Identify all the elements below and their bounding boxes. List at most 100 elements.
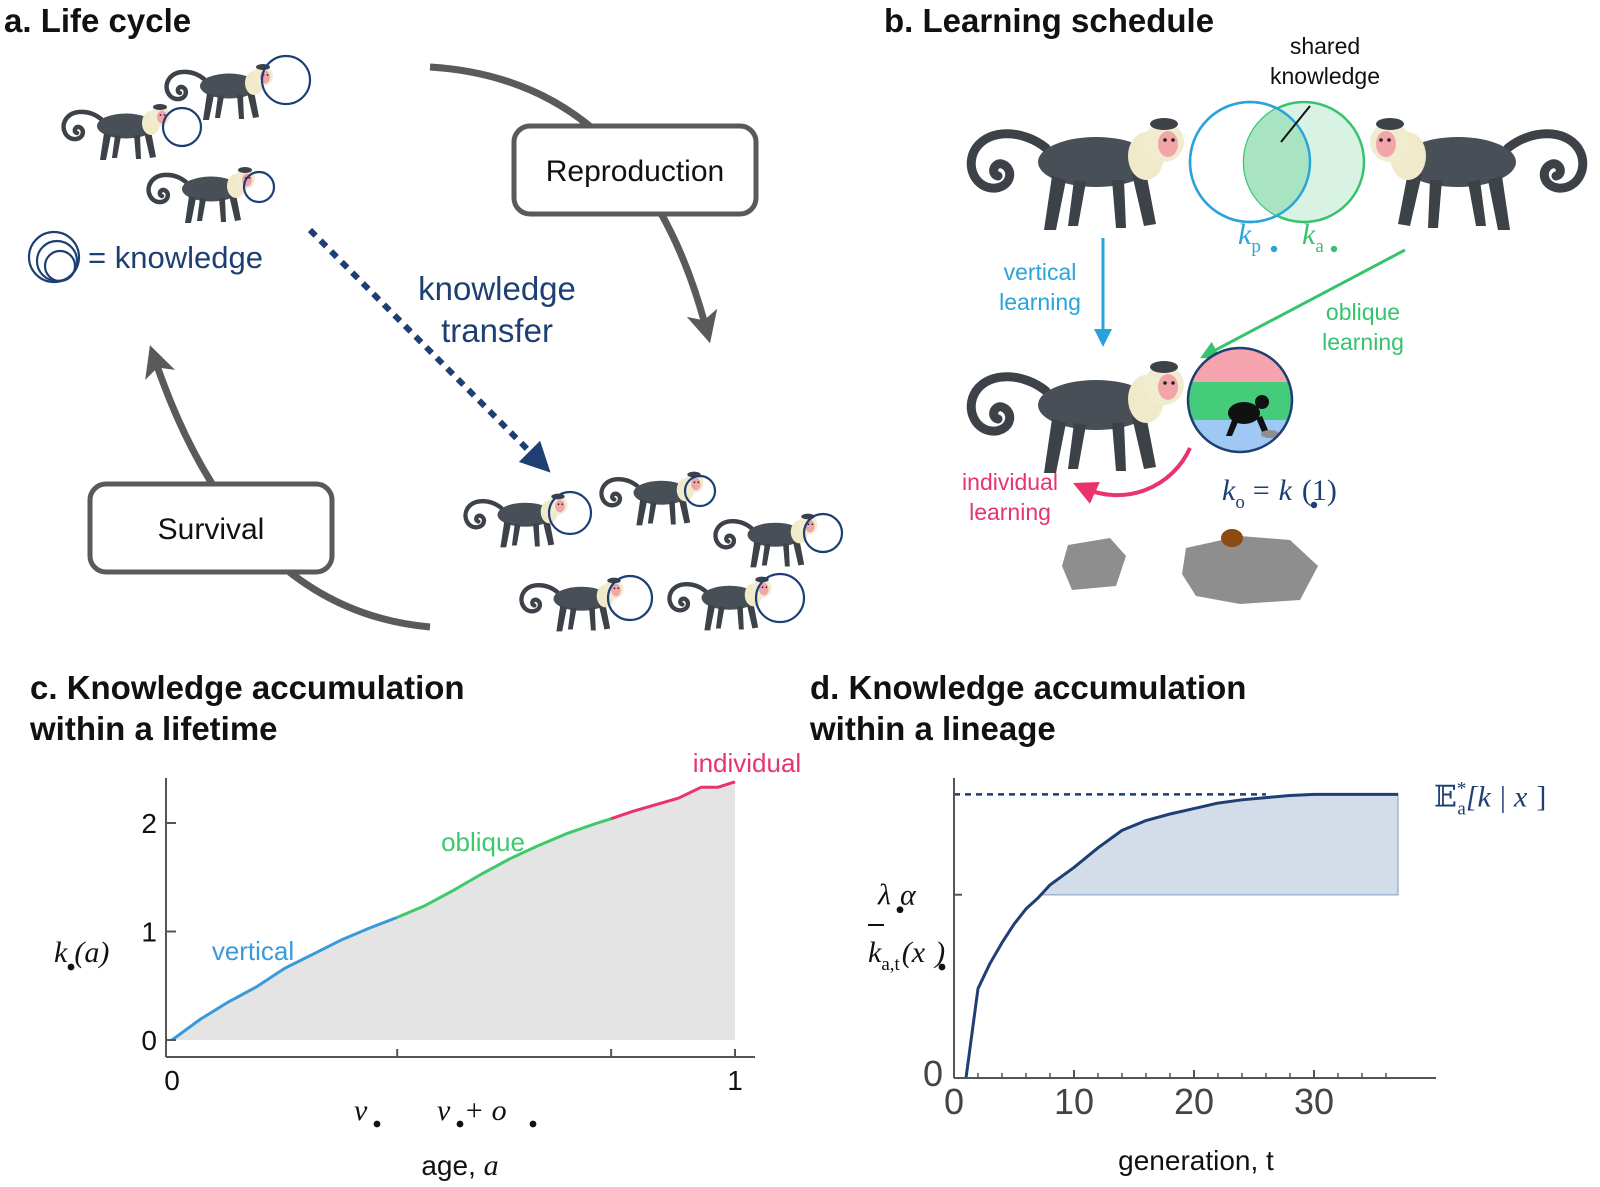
y-tick-label: 2: [141, 808, 157, 839]
knowledge-circle-icon: [43, 249, 77, 283]
shared-label-line1: shared: [1290, 33, 1360, 59]
series-vertical-line: [171, 915, 398, 1042]
panel-d-title-line1: d. Knowledge accumulation: [810, 669, 1246, 706]
knowledge-transfer-label-line1: knowledge: [418, 270, 576, 307]
survival-label: Survival: [158, 513, 265, 546]
x-tick-label: 20: [1174, 1081, 1214, 1122]
panel-b: b. Learning schedule shared knowledge kp…: [884, 2, 1583, 604]
individual-learning-label-line2: learning: [969, 499, 1051, 525]
vo-mark-dot: [456, 1120, 464, 1128]
knowledge-circle-icon: [260, 54, 312, 106]
shared-knowledge-pointer: [1280, 105, 1311, 143]
vertical-learning-label-line1: vertical: [1004, 259, 1077, 285]
series-oblique-line: [396, 817, 612, 919]
kp-dot: [1270, 245, 1278, 253]
monkey-icon: [149, 167, 255, 223]
knowledge-circle-icon: [242, 170, 276, 204]
panel-d-title-line2: within a lineage: [809, 710, 1056, 747]
lifetime-axis-ticks: 0 1 2 0 1: [141, 808, 742, 1096]
survival-box-frame: [87, 481, 335, 575]
vo-mark-dot: [529, 1120, 537, 1128]
knowledge-transfer-label-line2: transfer: [441, 312, 553, 349]
x-axis-label: age, a: [421, 1149, 498, 1182]
y-axis-label-dot: [67, 963, 75, 971]
knowledge-circle-icon: [27, 230, 81, 284]
individual-phase-label: individual: [693, 748, 801, 778]
knowledge-legend: = knowledge: [27, 230, 263, 284]
parent-group: [64, 54, 312, 223]
knowledge-area-fill: [172, 781, 735, 1040]
knowledge-circle-icon: [754, 572, 806, 624]
y-axis-label: k(a): [54, 936, 109, 969]
y-tick-label: 0: [923, 1053, 943, 1094]
oblique-learning-label-line1: oblique: [1326, 299, 1400, 325]
vertical-phase-label: vertical: [212, 936, 294, 966]
knowledge-circle-icon: [161, 106, 203, 148]
v-mark-label: v: [354, 1094, 368, 1127]
x-tick-label: 1: [727, 1065, 743, 1096]
lineage-series-group: [964, 792, 1398, 1079]
monkey-icon: [715, 514, 817, 568]
offspring-monkey-icon: [971, 361, 1184, 473]
knowledge-circle-icon: [802, 512, 844, 554]
parent-knowledge-outline: [1188, 100, 1312, 224]
x-tick-label: 0: [164, 1065, 180, 1096]
ka-dot: [1330, 245, 1338, 253]
oblique-phase-label: oblique: [441, 827, 525, 857]
tool-use-silhouette-icon: [1226, 395, 1279, 438]
learning-stages-badge: [1186, 346, 1294, 454]
lifetime-chart: 0 1 2 0 1 individual oblique vertical k(a) v…: [54, 748, 801, 1182]
accumulated-knowledge-shade: [1039, 793, 1399, 896]
knowledge-circle-icon: [606, 574, 654, 622]
vo-mark-label: v + o: [437, 1094, 507, 1127]
survival-box: Survival: [87, 481, 335, 575]
panel-c: c. Knowledge accumulation within a lifet…: [29, 669, 801, 1182]
panel-a: a. Life cycle = knowledge Reproduction S…: [4, 2, 844, 632]
asymptote-label: 𝔼*a[k | x]: [1434, 778, 1546, 819]
ka-label: ka: [1302, 218, 1324, 257]
ko-equation: ko= k(1): [1222, 474, 1337, 513]
panel-b-title: b. Learning schedule: [884, 2, 1214, 39]
y-axis-label: ka,t(x): [868, 936, 945, 975]
y-axis-label-dot: [938, 963, 946, 971]
y-tick-label: 1: [141, 917, 157, 948]
mean-knowledge-line: [964, 792, 1398, 1079]
oblique-learning-arrow: [1200, 248, 1406, 359]
lineage-axis-ticks: 0 10 20 30 0: [923, 893, 1387, 1122]
kp-label: kp: [1238, 218, 1261, 257]
reproduction-box: Reproduction: [511, 123, 759, 217]
panel-a-title: a. Life cycle: [4, 2, 191, 39]
y-tick-label: 0: [141, 1025, 157, 1056]
nut-icon: [1221, 529, 1243, 547]
stone-icon: [1062, 538, 1126, 590]
offspring-group: [465, 472, 844, 632]
individual-learning-arrow: [1073, 447, 1192, 504]
lifetime-series-group: [171, 780, 736, 1042]
x-tick-label: 0: [944, 1081, 964, 1122]
shared-knowledge-region: [1243, 108, 1311, 216]
x-axis-label: generation, t: [1118, 1145, 1274, 1176]
series-individual-line: [610, 780, 736, 821]
anvil-stone-icon: [1182, 536, 1318, 604]
oblique-learning-label-line2: learning: [1322, 329, 1404, 355]
lambda-dot: [896, 906, 904, 914]
x-tick-label: 10: [1054, 1081, 1094, 1122]
knowledge-circle-icon: [547, 490, 593, 536]
panel-d: d. Knowledge accumulation within a linea…: [809, 669, 1546, 1176]
panel-c-title-line2: within a lifetime: [29, 710, 278, 747]
v-mark-dot: [373, 1120, 381, 1128]
knowledge-venn: shared knowledge kp ka: [1188, 33, 1380, 257]
adult-monkey-icon: [1370, 118, 1583, 230]
knowledge-transfer-arrow: [307, 227, 551, 473]
x-tick-label: 30: [1294, 1081, 1334, 1122]
shared-label-line2: knowledge: [1270, 63, 1380, 89]
knowledge-circle-icon: [683, 474, 717, 508]
individual-learning-label-line1: individual: [962, 469, 1058, 495]
ko-dot: [1310, 501, 1318, 509]
learning-stages-frame: [1186, 346, 1294, 454]
vertical-learning-label-line2: learning: [999, 289, 1081, 315]
reproduction-label: Reproduction: [546, 155, 724, 188]
